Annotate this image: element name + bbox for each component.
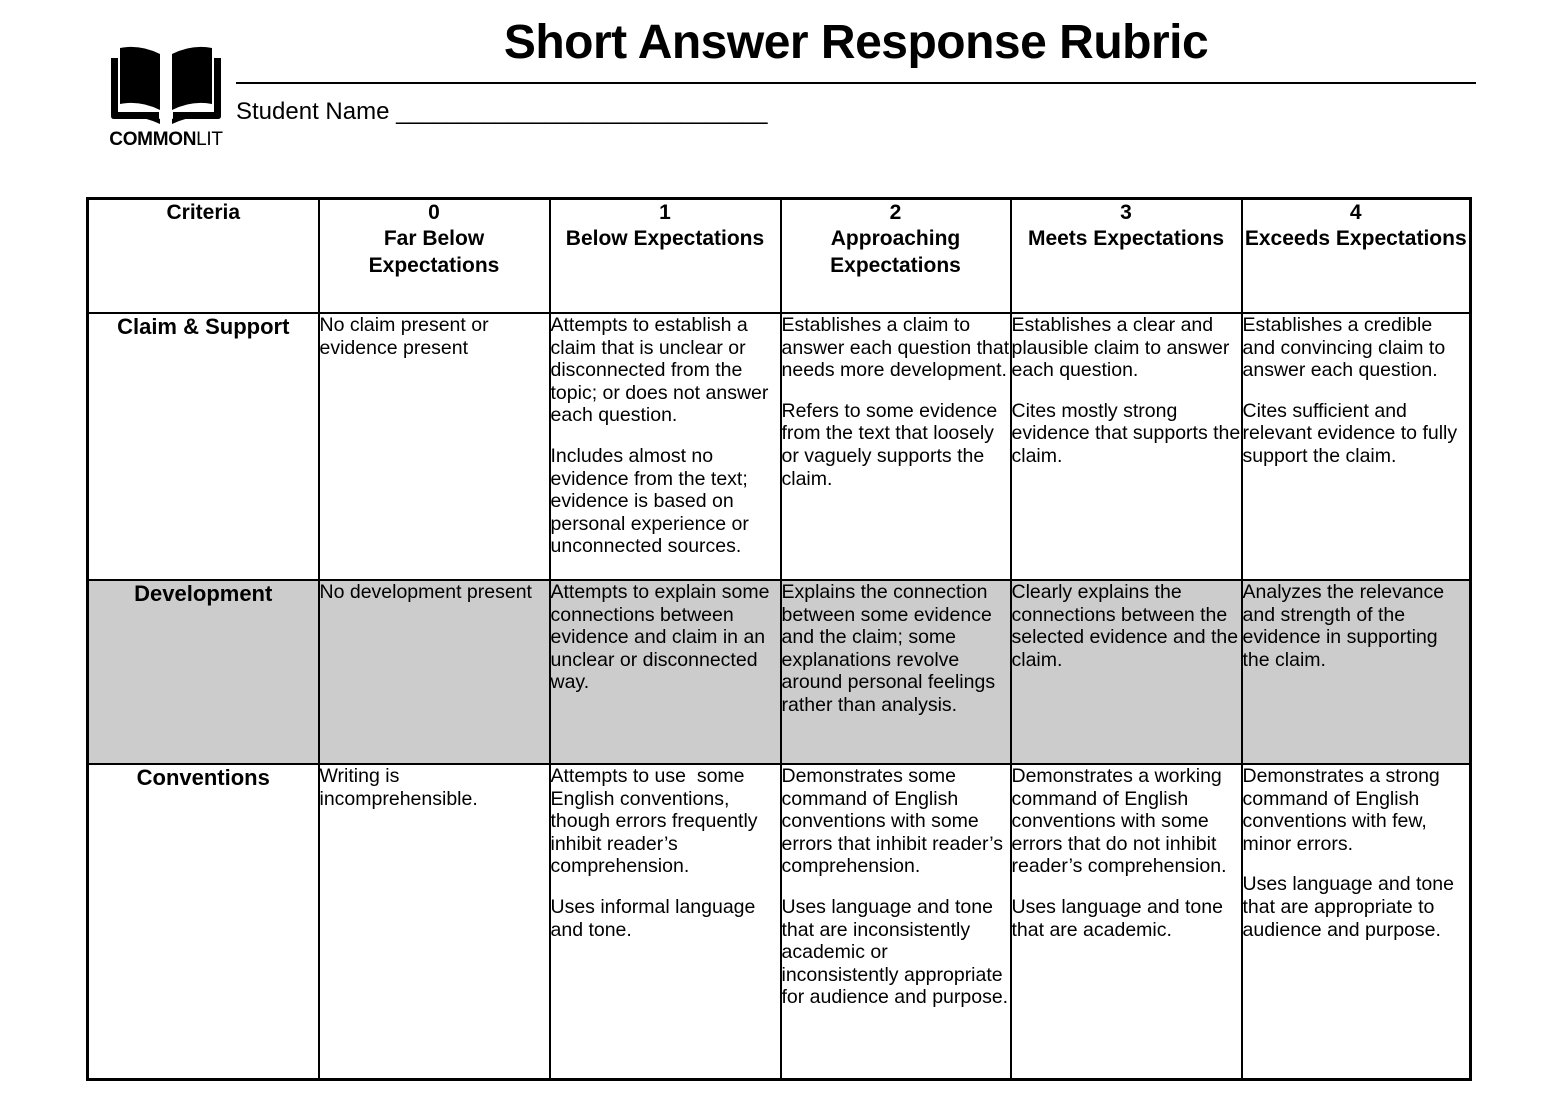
descriptor-paragraph: Uses language and tone that are appropri… — [1242, 873, 1460, 941]
document-header: COMMONLIT Short Answer Response Rubric S… — [0, 0, 1548, 185]
table-row-development: Development No development present Attem… — [86, 579, 1472, 765]
rubric-table-head: Criteria 0 Far Below Expectations 1 Belo… — [86, 197, 1472, 314]
descriptor-paragraph: Uses informal language and tone. — [550, 896, 761, 941]
column-header-score-3: 3 Meets Expectations — [1009, 197, 1243, 314]
descriptor-paragraph: Uses language and tone that are academic… — [1011, 896, 1229, 941]
score-label-3: Meets Expectations — [1027, 227, 1225, 251]
wordmark-common: COMMON — [109, 129, 197, 150]
student-name-input[interactable]: ______________________________ — [396, 98, 767, 126]
descriptor-paragraph: Cites mostly strong evidence that suppor… — [1011, 399, 1246, 468]
descriptor-paragraph: Attempts to establish a claim that is un… — [550, 314, 774, 427]
cell-claim-support-3[interactable]: Establishes a clear and plausible claim … — [1009, 312, 1246, 581]
descriptor-paragraph: Writing is incomprehensible. — [319, 765, 478, 810]
descriptor-paragraph: Refers to some evidence from the text th… — [781, 399, 1003, 490]
descriptor-paragraph: Establishes a clear and plausible claim … — [1011, 314, 1235, 382]
open-book-icon — [111, 46, 221, 124]
descriptor-paragraph: Cites sufficient and relevant evidence t… — [1242, 399, 1463, 468]
criteria-label-claim-support: Claim & Support — [86, 312, 320, 581]
page-title: Short Answer Response Rubric — [503, 16, 1209, 69]
column-header-score-0: 0 Far Below Expectations — [317, 197, 551, 314]
descriptor-paragraph: Analyzes the relevance and strength of t… — [1242, 581, 1450, 671]
rubric-table: Criteria 0 Far Below Expectations 1 Belo… — [86, 197, 1472, 1081]
descriptor-paragraph: Explains the connection between some evi… — [781, 581, 1001, 717]
score-label-2: Approaching Expectations — [830, 227, 961, 277]
score-number-3: 3 — [1120, 201, 1132, 224]
wordmark-lit: LIT — [196, 129, 223, 150]
score-number-2: 2 — [889, 201, 902, 224]
cell-development-2[interactable]: Explains the connection between some evi… — [779, 579, 1012, 765]
score-label-4: Exceeds Expectations — [1244, 227, 1467, 251]
descriptor-paragraph: Attempts to explain some connections bet… — [550, 581, 775, 694]
criteria-label-conventions: Conventions — [86, 763, 320, 1081]
score-number-1: 1 — [659, 201, 671, 224]
descriptor-paragraph: Attempts to use some English conventions… — [550, 765, 763, 878]
criteria-label-development: Development — [86, 579, 320, 765]
score-label-1: Below Expectations — [565, 227, 765, 251]
cell-conventions-4[interactable]: Demonstrates a strong command of English… — [1240, 763, 1472, 1081]
table-row-claim-support: Claim & Support No claim present or evid… — [86, 312, 1472, 581]
cell-conventions-3[interactable]: Demonstrates a working command of Englis… — [1009, 763, 1243, 1081]
descriptor-paragraph: Demonstrates some command of English con… — [781, 765, 1009, 878]
rubric-table-body: Claim & Support No claim present or evid… — [86, 312, 1472, 1081]
descriptor-paragraph: Demonstrates a working command of Englis… — [1011, 765, 1228, 878]
cell-conventions-2[interactable]: Demonstrates some command of English con… — [779, 763, 1012, 1081]
score-number-4: 4 — [1349, 201, 1362, 224]
descriptor-paragraph: Demonstrates a strong command of English… — [1242, 765, 1446, 855]
commonlit-logo: COMMONLIT — [96, 42, 236, 149]
descriptor-paragraph: No development present — [319, 581, 532, 603]
descriptor-paragraph: No claim present or evidence present — [319, 314, 494, 359]
cell-development-4[interactable]: Analyzes the relevance and strength of t… — [1240, 579, 1472, 765]
column-header-score-4: 4 Exceeds Expectations — [1240, 197, 1472, 314]
table-row-conventions: Conventions Writing is incomprehensible.… — [86, 763, 1472, 1081]
cell-claim-support-1[interactable]: Attempts to establish a claim that is un… — [548, 312, 782, 581]
descriptor-paragraph: Establishes a claim to answer each quest… — [781, 314, 1015, 382]
descriptor-paragraph: Includes almost no evidence from the tex… — [550, 445, 755, 558]
title-divider — [236, 82, 1476, 85]
cell-claim-support-0[interactable]: No claim present or evidence present — [317, 312, 551, 581]
cell-development-1[interactable]: Attempts to explain some connections bet… — [548, 579, 782, 765]
descriptor-paragraph: Uses language and tone that are inconsis… — [781, 896, 1009, 1009]
descriptor-paragraph: Establishes a credible and convincing cl… — [1242, 314, 1451, 382]
score-label-0: Far Below Expectations — [368, 227, 500, 277]
column-header-score-2: 2 Approaching Expectations — [779, 197, 1012, 314]
student-name-line: Student Name ___________________________… — [236, 98, 1476, 127]
cell-development-0[interactable]: No development present — [317, 579, 551, 765]
rubric-table-container: Criteria 0 Far Below Expectations 1 Belo… — [86, 197, 1472, 1081]
student-name-label: Student Name — [236, 98, 390, 126]
cell-conventions-0[interactable]: Writing is incomprehensible. — [317, 763, 551, 1081]
cell-claim-support-2[interactable]: Establishes a claim to answer each quest… — [779, 312, 1015, 581]
column-header-score-1: 1 Below Expectations — [548, 197, 782, 314]
cell-conventions-1[interactable]: Attempts to use some English conventions… — [548, 763, 782, 1081]
cell-claim-support-4[interactable]: Establishes a credible and convincing cl… — [1240, 312, 1472, 581]
descriptor-paragraph: Clearly explains the connections between… — [1011, 581, 1239, 671]
commonlit-wordmark: COMMONLIT — [96, 130, 236, 149]
header-row: Criteria 0 Far Below Expectations 1 Belo… — [86, 197, 1472, 314]
score-number-0: 0 — [428, 201, 440, 224]
title-area: Short Answer Response Rubric Student Nam… — [236, 0, 1476, 127]
column-header-criteria: Criteria — [86, 197, 320, 314]
cell-development-3[interactable]: Clearly explains the connections between… — [1009, 579, 1243, 765]
column-header-criteria-label: Criteria — [166, 201, 241, 224]
